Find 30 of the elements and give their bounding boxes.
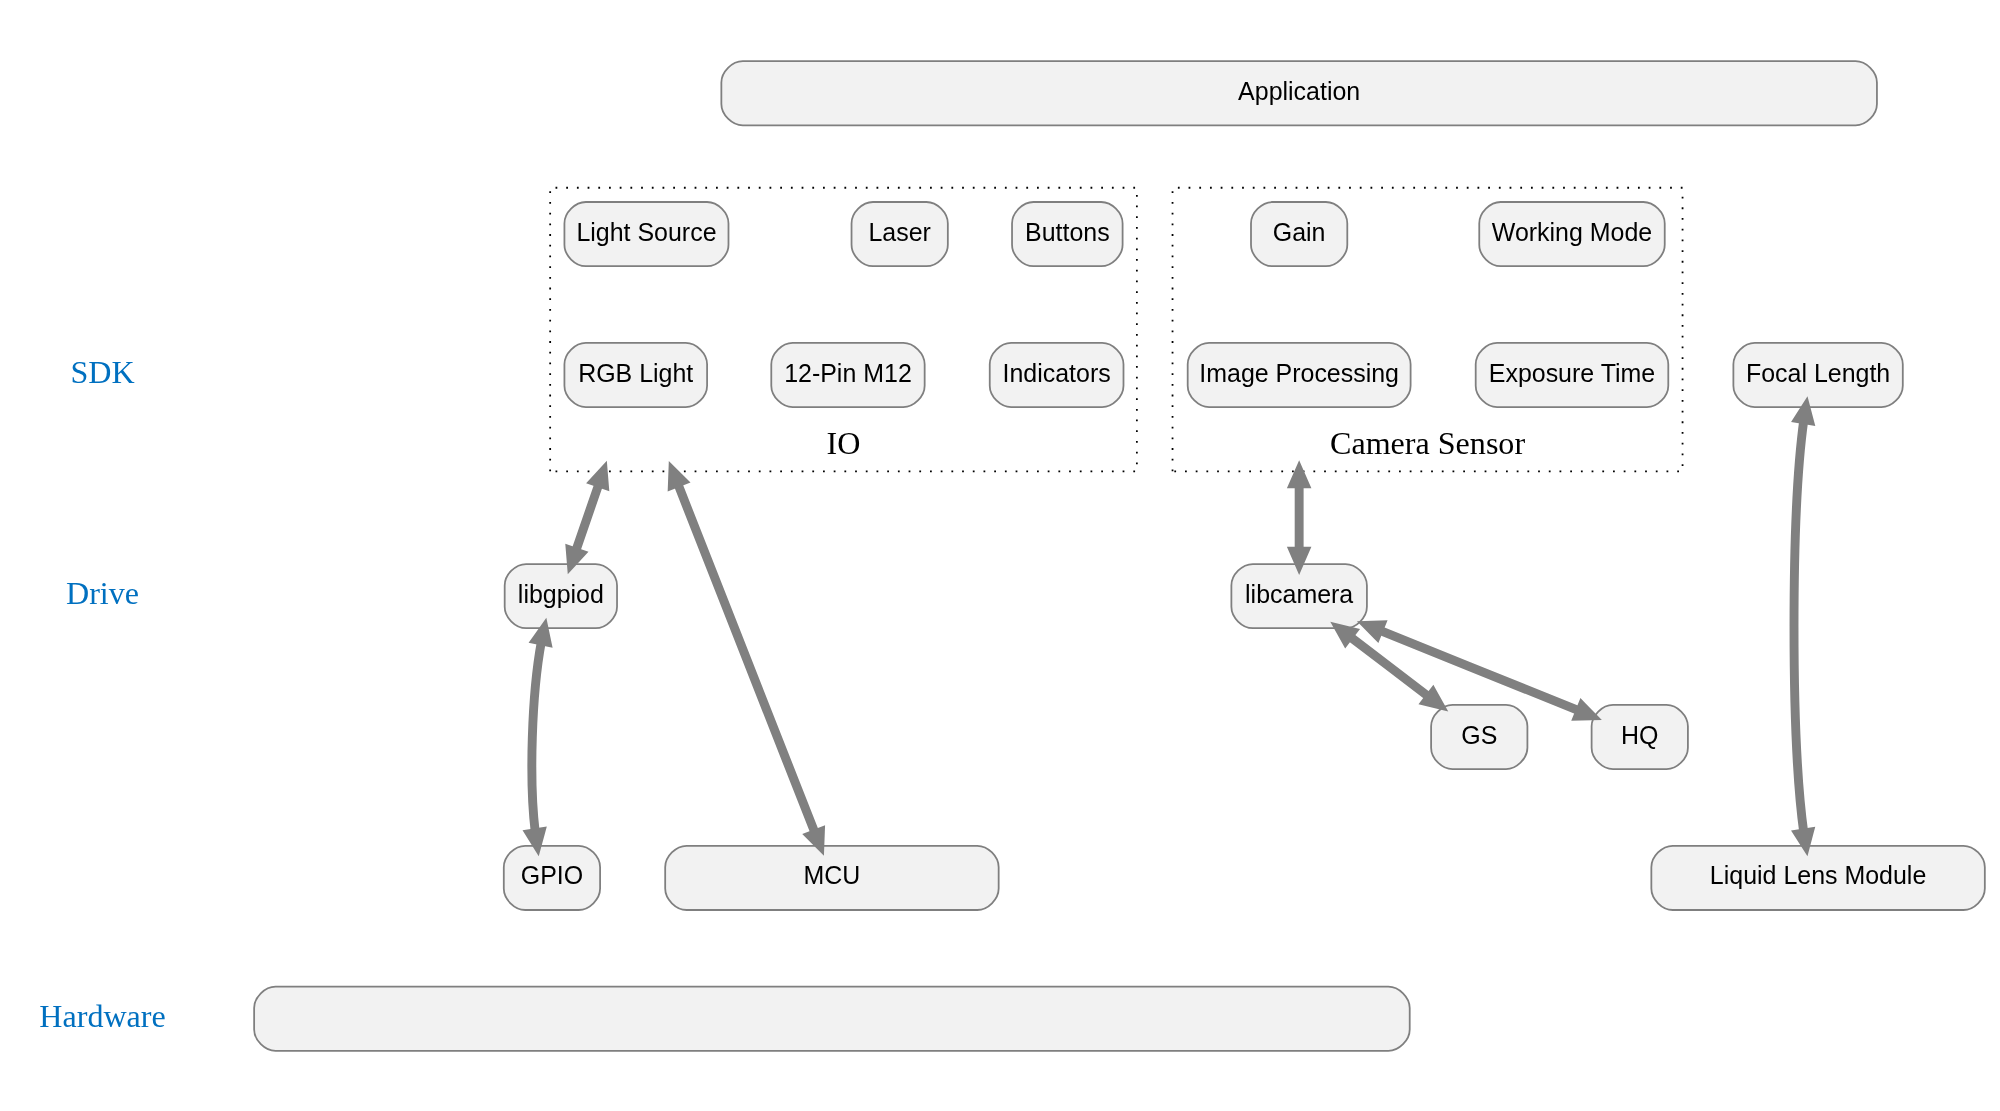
node-box: libcamera	[1230, 562, 1368, 629]
node-box: Exposure Time	[1474, 341, 1670, 408]
node-box: Liquid Lens Module	[1650, 844, 1986, 911]
label: Hardware	[39, 997, 166, 1034]
node-box: Laser	[850, 200, 949, 267]
node-box: Light Source	[563, 200, 730, 267]
arrow	[1330, 621, 1449, 712]
node-box: HQ	[1590, 703, 1689, 770]
node-box: GPIO	[502, 844, 601, 911]
node-box: GS	[1430, 703, 1529, 770]
arrow	[1789, 395, 1816, 856]
arrow	[522, 617, 553, 856]
node-box: Buttons	[1011, 200, 1124, 267]
node-box: Application	[720, 59, 1878, 126]
node-box: Gain	[1250, 200, 1349, 267]
node-box: 12-Pin M12	[770, 341, 926, 408]
arrow	[1286, 459, 1312, 575]
node-box: Focal Length	[1732, 341, 1904, 408]
node-box: libgpiod	[503, 562, 618, 629]
node-box	[253, 985, 1411, 1052]
node-box: RGB Light	[563, 341, 708, 408]
node-box: Image Processing	[1186, 341, 1412, 408]
arrow	[565, 460, 610, 574]
node-box: Indicators	[988, 341, 1125, 408]
node-box: MCU	[664, 844, 1000, 911]
label: Drive	[66, 574, 140, 611]
arrow	[1356, 619, 1602, 721]
label: SDK	[70, 353, 135, 390]
node-box: Working Mode	[1478, 200, 1666, 267]
arrow	[667, 460, 826, 856]
